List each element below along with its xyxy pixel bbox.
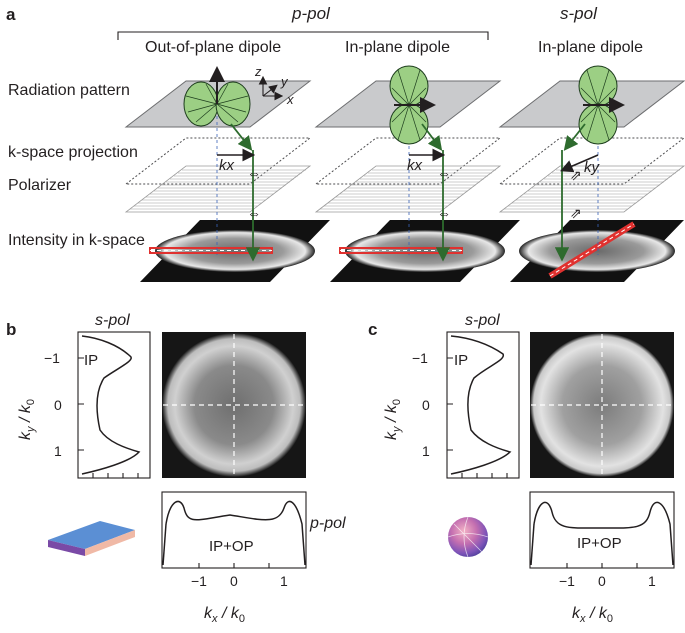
radiation-lobes-out-of-plane — [183, 81, 251, 127]
sphere-icon — [447, 516, 489, 558]
ipop-label-b: IP+OP — [209, 538, 254, 555]
spol-curve-c — [450, 335, 512, 475]
ky-label: ky — [584, 159, 601, 176]
spol-profile-box-b — [77, 331, 151, 479]
svg-text:y: y — [280, 74, 289, 89]
ipop-label-c: IP+OP — [577, 535, 622, 552]
row-label-radiation: Radiation pattern — [8, 82, 130, 99]
xtick-b: 1 — [280, 573, 288, 589]
projection-plane — [124, 137, 312, 185]
row-label-polarizer: Polarizer — [8, 177, 72, 194]
spol-title-c: s-pol — [465, 312, 500, 329]
kx-label-2: kx — [407, 157, 423, 174]
ip-label-b: IP — [84, 352, 98, 369]
row-label-kspace-projection: k-space projection — [8, 144, 138, 161]
col-title-out-of-plane: Out-of-plane dipole — [145, 39, 281, 56]
svg-text:⇗: ⇗ — [570, 205, 582, 221]
column-out-of-plane: z y x kx ⇔ ⇔ — [124, 64, 330, 282]
svg-text:kx / k0: kx / k0 — [572, 605, 613, 625]
y-axis-label-b: ky / k0 — [17, 399, 37, 440]
svg-text:⇔: ⇔ — [437, 165, 451, 181]
ytick-c: 0 — [422, 397, 430, 413]
ppol-profile-box-b — [161, 491, 307, 569]
xtick-c: −1 — [559, 573, 575, 589]
panel-label-c: c — [368, 320, 377, 339]
kx-label-1: kx — [219, 157, 235, 174]
ytick-b: 0 — [54, 397, 62, 413]
ytick-c: −1 — [412, 350, 428, 366]
column-in-plane-ppol: kx ⇔ ⇔ — [314, 65, 520, 282]
xtick-c: 0 — [598, 573, 606, 589]
ppol-title-b: p-pol — [309, 515, 346, 532]
xtick-c: 1 — [648, 573, 656, 589]
col-title-in-plane-2: In-plane dipole — [538, 39, 643, 56]
panel-a: a p-pol s-pol Out-of-plane dipole In-pla… — [6, 4, 685, 282]
panel-label-b: b — [6, 320, 16, 339]
x-axis-label-b: kx / k0 — [204, 605, 245, 625]
green-ray — [230, 123, 253, 151]
ppol-curve-b — [165, 500, 306, 566]
x-axis-label-c: kx / k0 — [572, 605, 613, 625]
ppol-bracket — [117, 31, 489, 40]
svg-text:⇔: ⇔ — [437, 205, 451, 221]
xtick-b: −1 — [191, 573, 207, 589]
spol-curve-b — [81, 335, 141, 475]
spol-header: s-pol — [560, 4, 598, 23]
col-title-in-plane-1: In-plane dipole — [345, 39, 450, 56]
spol-title-b: s-pol — [95, 312, 130, 329]
svg-text:⇔: ⇔ — [247, 165, 261, 181]
svg-text:⇔: ⇔ — [247, 205, 261, 221]
svg-text:ky / k0: ky / k0 — [383, 399, 403, 440]
ytick-b: −1 — [44, 350, 60, 366]
ppol-curve-c — [533, 501, 674, 566]
svg-text:z: z — [254, 64, 262, 79]
xtick-b: 0 — [230, 573, 238, 589]
row-label-intensity: Intensity in k-space — [8, 232, 145, 249]
ytick-b: 1 — [54, 443, 62, 459]
ppol-profile-box-c — [529, 491, 675, 569]
spol-profile-box-c — [446, 331, 520, 479]
svg-text:ky / k0: ky / k0 — [17, 399, 37, 440]
column-in-plane-spol: ky ⇗ ⇗ — [498, 65, 685, 282]
panel-c: c s-pol ky / k0 −1 0 1 IP IP+OP −1 0 1 — [368, 312, 675, 625]
svg-text:⇗: ⇗ — [570, 167, 582, 183]
polarizer-plane — [124, 165, 312, 213]
panel-label-a: a — [6, 5, 16, 24]
panel-b: b s-pol ky / k0 −1 0 1 IP I — [6, 312, 346, 625]
y-axis-label-c: ky / k0 — [383, 399, 403, 440]
svg-text:kx / k0: kx / k0 — [204, 605, 245, 625]
thin-film-slab-icon — [48, 521, 135, 556]
xyz-axes-icon: z y x — [254, 64, 294, 107]
ppol-header: p-pol — [291, 4, 331, 23]
svg-text:x: x — [286, 92, 294, 107]
ytick-c: 1 — [422, 443, 430, 459]
ip-label-c: IP — [454, 352, 468, 369]
